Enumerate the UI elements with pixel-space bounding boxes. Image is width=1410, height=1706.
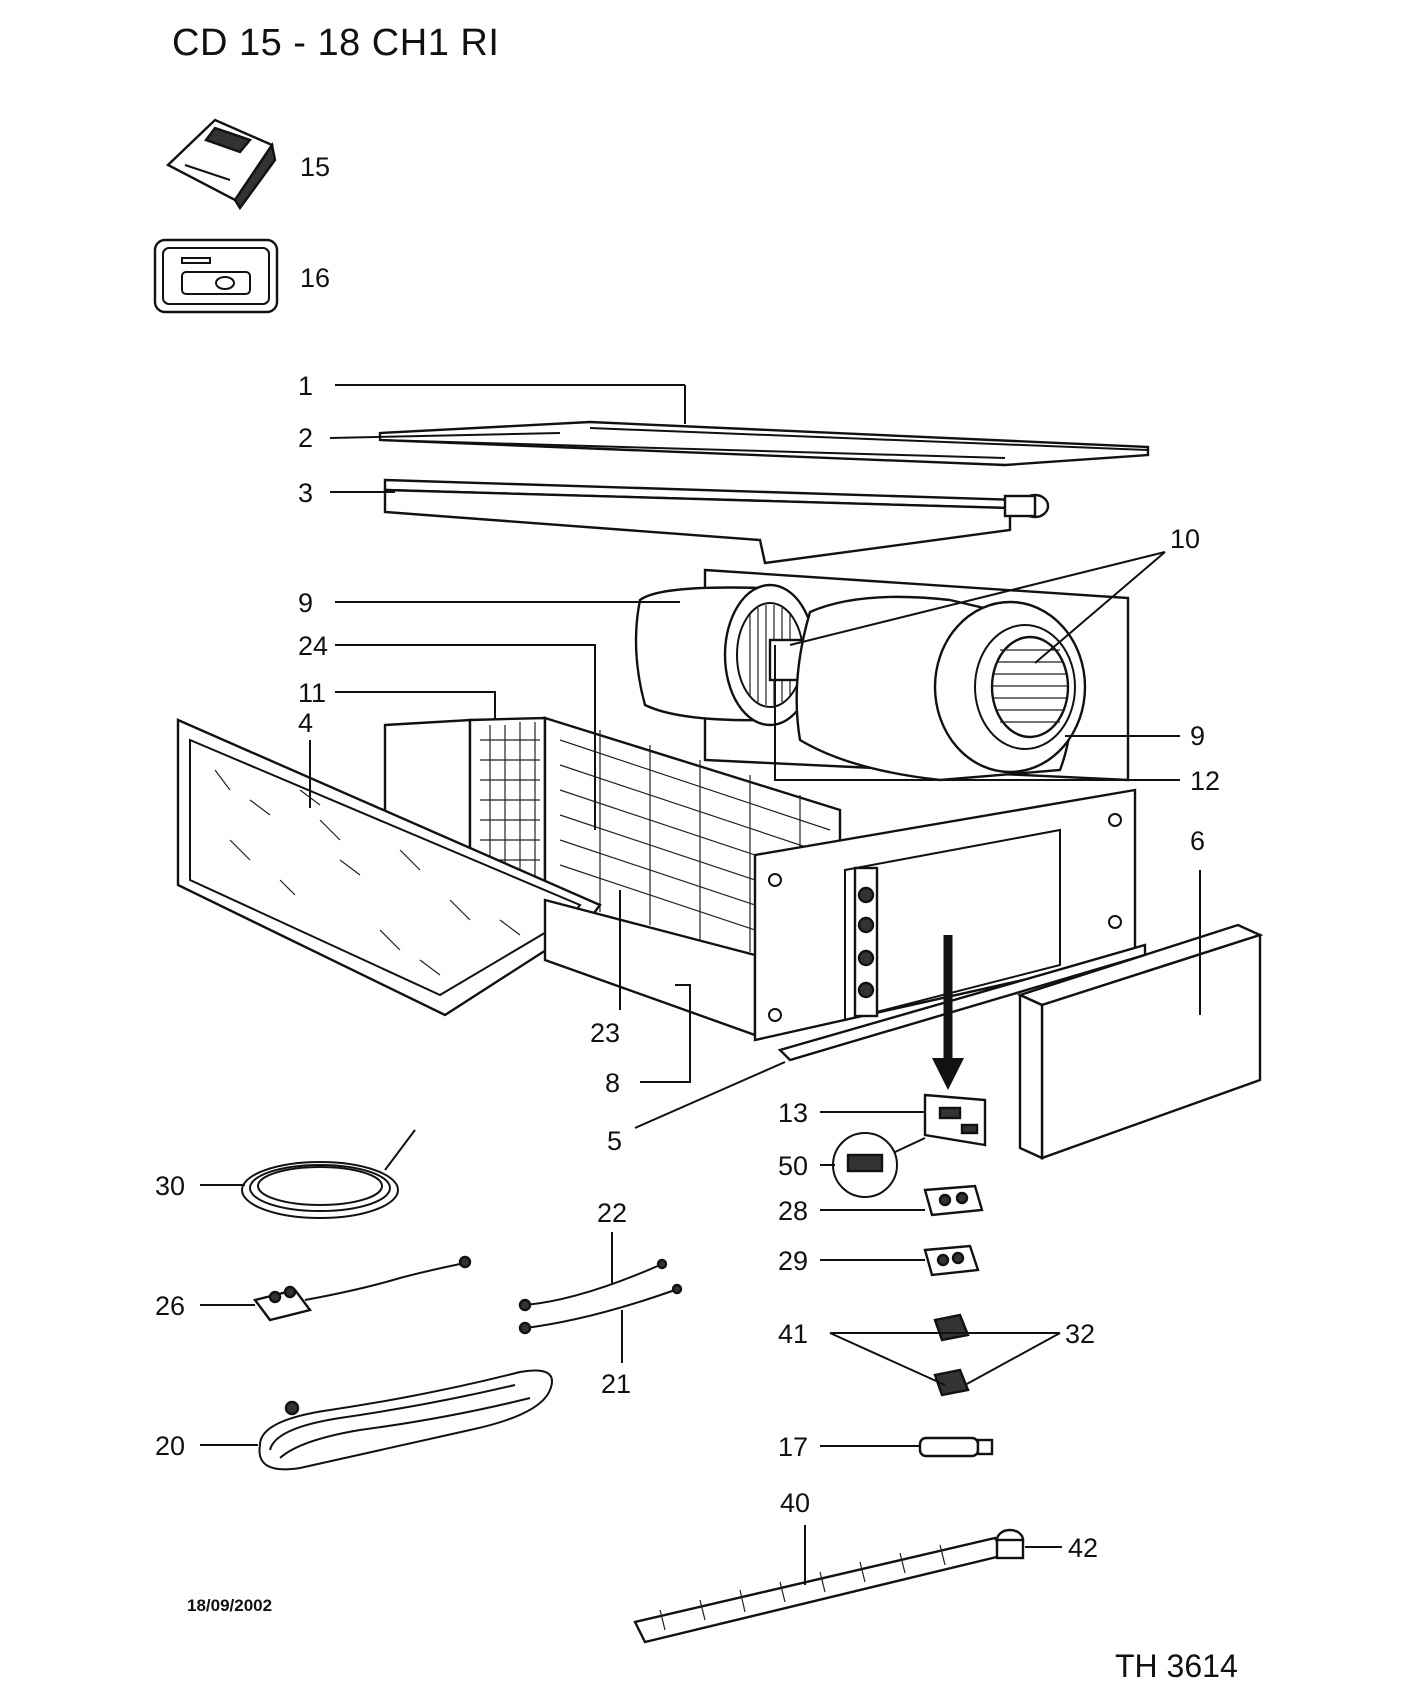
drawing-date: 18/09/2002	[187, 1596, 273, 1615]
callout-41: 41	[778, 1319, 808, 1349]
part-21-22-sensor-wires	[518, 1258, 683, 1335]
callout-12: 12	[1190, 766, 1220, 796]
callout-1: 1	[298, 371, 313, 401]
callout-20: 20	[155, 1431, 185, 1461]
callout-21: 21	[601, 1369, 631, 1399]
callout-13: 13	[778, 1098, 808, 1128]
part-13-control-board	[923, 1093, 987, 1147]
leader-8	[640, 984, 691, 1083]
callout-50: 50	[778, 1151, 808, 1181]
part-4-filter-panel	[176, 718, 602, 1017]
part-17-sensor	[918, 1436, 994, 1458]
callout-22: 22	[597, 1198, 627, 1228]
callout-8: 8	[605, 1068, 620, 1098]
leader-11	[335, 691, 496, 720]
diagram-title: CD 15 - 18 CH1 RI	[172, 22, 500, 64]
leader-10b	[1034, 551, 1166, 664]
callout-29: 29	[778, 1246, 808, 1276]
part-15-remote-control	[165, 118, 277, 211]
callout-15: 15	[300, 152, 330, 182]
callout-24: 24	[298, 631, 328, 661]
leader-2	[329, 432, 561, 439]
leader-5	[634, 1061, 786, 1129]
callout-10: 10	[1170, 524, 1200, 554]
part-50-fuse-detail	[832, 1132, 926, 1198]
part-20-drain-hose	[258, 1369, 553, 1471]
callout-9b: 9	[1190, 721, 1205, 751]
callout-5: 5	[607, 1126, 622, 1156]
callout-40: 40	[780, 1488, 810, 1518]
callout-30: 30	[155, 1171, 185, 1201]
part-8-cabinet-base	[543, 788, 1147, 1062]
callout-32: 32	[1065, 1319, 1095, 1349]
part-30-coiled-cable	[241, 1129, 416, 1219]
leader-32b	[964, 1332, 1061, 1386]
callout-2: 2	[298, 423, 313, 453]
part-3-drain-tray	[383, 478, 1050, 565]
leader-24	[335, 644, 596, 830]
drawing-reference: TH 3614	[1115, 1648, 1238, 1684]
part-29-terminal-block	[923, 1244, 980, 1277]
part-40-heater-element	[633, 1528, 1025, 1644]
part-1-2-top-panels	[378, 420, 1150, 467]
callout-4: 4	[298, 708, 313, 738]
leader-10a	[789, 551, 1166, 646]
callout-6: 6	[1190, 826, 1205, 856]
callout-17: 17	[778, 1432, 808, 1462]
callout-3: 3	[298, 478, 313, 508]
arrow-head	[932, 1058, 964, 1090]
callout-16: 16	[300, 263, 330, 293]
callout-23: 23	[590, 1018, 620, 1048]
leader-41b	[829, 1332, 946, 1386]
part-26-probe-connector	[252, 1255, 472, 1322]
leader-12	[774, 645, 1180, 781]
callout-11: 11	[298, 678, 326, 708]
callout-28: 28	[778, 1196, 808, 1226]
part-9-fan-housings	[634, 583, 1087, 782]
part-28-terminal-block	[923, 1184, 984, 1217]
callout-42: 42	[1068, 1533, 1098, 1563]
callout-9a: 9	[298, 588, 313, 618]
part-16-wall-control	[153, 238, 279, 314]
terminal-strip	[853, 866, 879, 1018]
callout-26: 26	[155, 1291, 185, 1321]
